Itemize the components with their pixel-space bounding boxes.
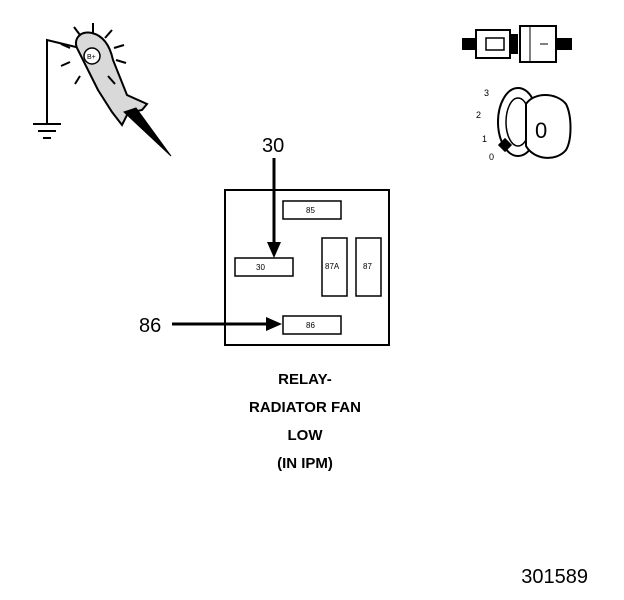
relay-cavity-vertical-right (355, 237, 382, 297)
probe-tip (123, 107, 172, 157)
probe-label: B+ (87, 54, 96, 61)
bulb-icon (83, 47, 101, 65)
relay-block: 85 30 87A 87 86 (224, 189, 390, 346)
relay-cavity-vertical-left-label: 87A (325, 262, 340, 271)
relay-caption-line-3: LOW (287, 427, 323, 444)
ignition-key-icon: 3 2 1 0 0 (476, 87, 572, 162)
ground-icon (33, 123, 61, 139)
key-label: 0 (535, 118, 547, 143)
callout-label-30: 30 (262, 135, 284, 157)
ignition-position-1: 1 (482, 134, 487, 144)
test-light-probe: B+ (33, 23, 172, 157)
relay-caption-line-1: RELAY- (278, 371, 332, 388)
relay-cavity-left-label: 30 (256, 263, 265, 272)
figure-number: 301589 (521, 566, 588, 588)
callout-label-86: 86 (139, 315, 161, 337)
relay-cavity-left (234, 257, 294, 277)
ignition-position-2: 2 (476, 110, 481, 120)
ground-wire (46, 38, 81, 124)
relay-cavity-top (282, 200, 342, 220)
callout-arrow-86: 86 (139, 315, 282, 337)
ignition-position-3: 3 (484, 88, 489, 98)
callout-arrow-30: 30 (262, 135, 284, 258)
connector-icon (462, 25, 572, 63)
relay-cavity-bottom-label: 86 (306, 321, 315, 330)
relay-caption-line-2: RADIATOR FAN (249, 399, 361, 416)
relay-caption-line-4: (IN IPM) (277, 455, 333, 472)
relay-cavity-vertical-left (321, 237, 348, 297)
relay-cavity-bottom (282, 315, 342, 335)
relay-cavity-top-label: 85 (306, 206, 315, 215)
relay-cavity-vertical-right-label: 87 (363, 262, 372, 271)
ignition-position-0: 0 (489, 152, 494, 162)
light-rays-icon (60, 23, 127, 85)
